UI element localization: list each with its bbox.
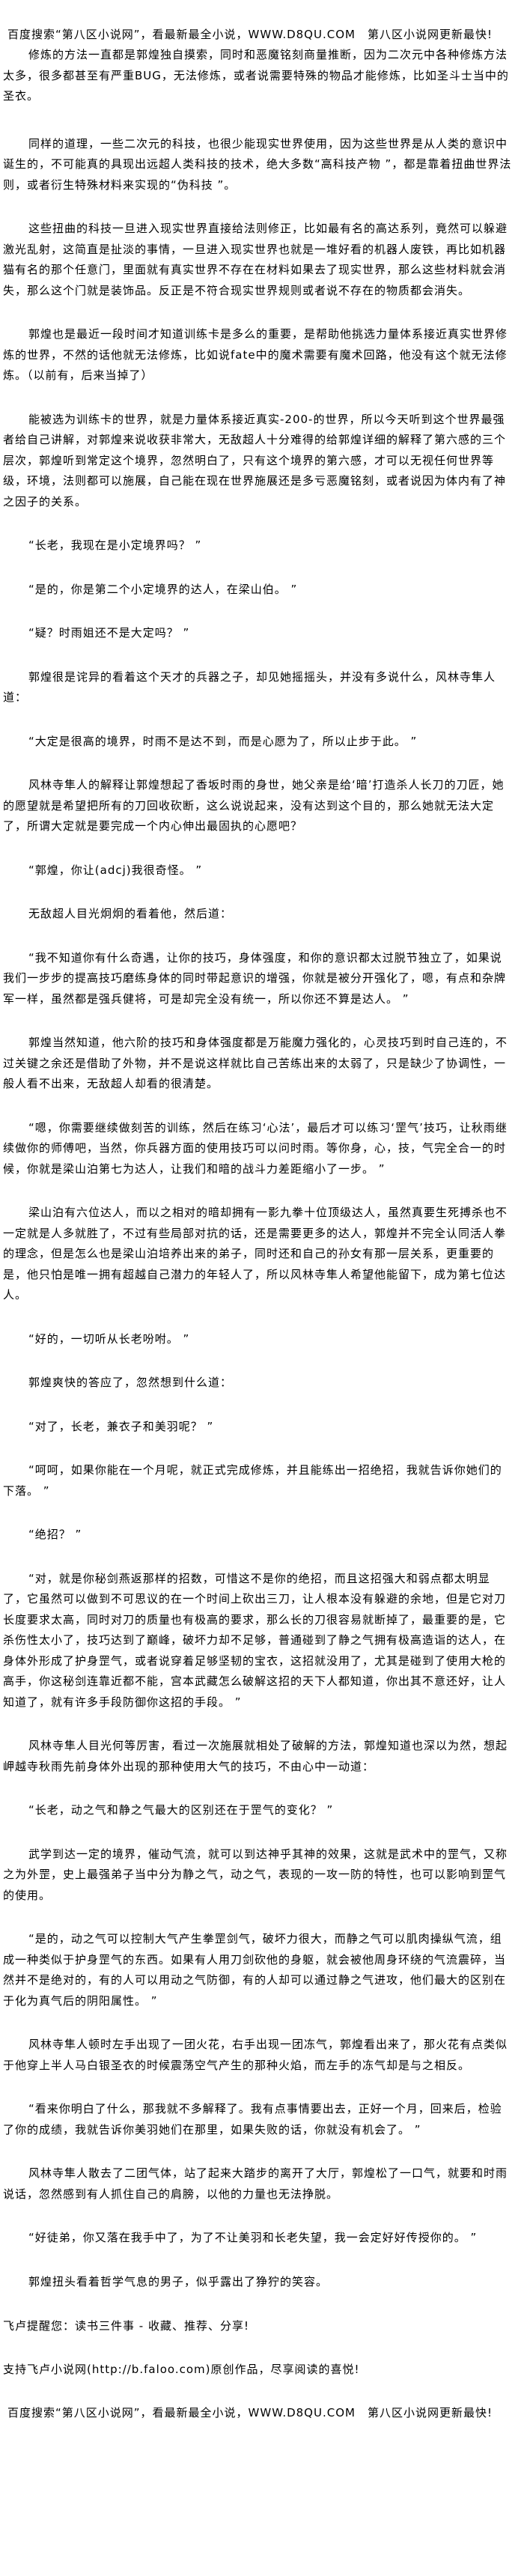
chapter-paragraph: “我不知道你有什么奇遇，让你的技巧，身体强度，和你的意识都太过脱节独立了，如果说…: [3, 950, 507, 1006]
chapter-paragraph: 修炼的方法一直都是郭煌独自摸索，同时和恶魔铭刻商量推断，因为二次元中各种修炼方法…: [3, 48, 509, 103]
chapter-paragraph: “长老，我现在是小定境界吗？ ”: [28, 538, 202, 552]
chapter-paragraph: “长老，动之气和静之气最大的区别还在于罡气的变化？ ”: [28, 1803, 334, 1817]
site-banner-top: 百度搜索“第八区小说网”，看最新最全小说，WWW.D8QU.COM 第八区小说网…: [7, 28, 493, 41]
reading-page: 百度搜索“第八区小说网”，看最新最全小说，WWW.D8QU.COM 第八区小说网…: [3, 28, 512, 2419]
chapter-paragraph: 郭煌扭头看着哲学气息的男子，似乎露出了狰狞的笑容。: [28, 2274, 329, 2288]
chapter-paragraph: 梁山泊有六位达人，而以之相对的暗却拥有一影九拳十位顶级达人，虽然真要生死搏杀也不…: [3, 1206, 508, 1301]
chapter-paragraph: “疑？时雨姐还不是大定吗？ ”: [28, 626, 190, 640]
chapter-paragraph: “看来你明白了什么，那我就不多解释了。我有点事情要出去，正好一个月，回来后，检验…: [3, 2102, 502, 2136]
chapter-paragraph: “嗯，你需要继续做刻苦的训练，然后在练习‘心法’，最后才可以练习‘罡气’技巧，让…: [3, 1120, 508, 1176]
chapter-paragraph: 武学到达一定的境界，催动气流，就可以到达神乎其神的效果，这就是武术中的罡气，又称…: [3, 1847, 508, 1902]
chapter-paragraph: “大定是很高的境界，时雨不是达不到，而是心愿为了，所以止步于此。 ”: [28, 734, 418, 748]
chapter-paragraph: “郭煌，你让(adcj)我很奇怪。 ”: [28, 863, 203, 877]
chapter-paragraph: 风林寺隼人目光何等厉害，看过一次施展就相处了破解的方法，郭煌知道也深以为然，想起…: [3, 1739, 508, 1773]
chapter-paragraph: “对，就是你秘剑燕返那样的招数，可惜这不是你的绝招，而且这招强大和弱点都太明显了…: [3, 1571, 507, 1709]
chapter-paragraph: “是的，你是第二个小定境界的达人，在梁山伯。 ”: [28, 582, 298, 596]
chapter-body: 修炼的方法一直都是郭煌独自摸索，同时和恶魔铭刻商量推断，因为二次元中各种修炼方法…: [3, 45, 512, 2292]
chapter-paragraph: “绝招？ ”: [28, 1528, 82, 1541]
chapter-paragraph: 风林寺隼人的解释让郭煌想起了香坂时雨的身世，她父亲是给‘暗’打造杀人长刀的刀匠，…: [3, 778, 505, 833]
chapter-paragraph: 这些扭曲的科技一旦进入现实世界直接给法则修正，比如最有名的高达系列，竟然可以躲避…: [3, 222, 508, 297]
chapter-paragraph: “是的，动之气可以控制大气产生拳罡剑气，破坏力很大，而静之气可以肌肉操纵气流，组…: [3, 1932, 507, 2008]
chapter-paragraph: 无敌超人目光炯炯的看着他，然后道：: [28, 907, 233, 920]
faloo-reminder: 飞卢提醒您：读书三件事 - 收藏、推荐、分享!: [3, 2319, 249, 2333]
faloo-support-note: 支持飞卢小说网(http://b.faloo.com)原创作品，尽享阅读的喜悦!: [3, 2363, 360, 2376]
chapter-paragraph: 风林寺隼人散去了二团气体，站了起来大踏步的离开了大厅，郭煌松了一口气，就要和时雨…: [3, 2166, 508, 2201]
chapter-paragraph: 郭煌爽快的答应了，忽然想到什么道：: [28, 1376, 233, 1389]
chapter-paragraph: 同样的道理，一些二次元的科技，也很少能现实世界使用，因为这些世界是从人类的意识中…: [3, 136, 512, 192]
chapter-paragraph: 郭煌很是诧异的看着这个天才的兵器之子，却见她摇摇头，并没有多说什么，风林寺隼人道…: [3, 669, 496, 705]
chapter-paragraph: “好徒弟，你又落在我手中了，为了不让美羽和长老失望，我一会定好好传授你的。 ”: [28, 2231, 478, 2244]
chapter-paragraph: 郭煌也是最近一段时间才知道训练卡是多么的重要，是帮助他挑选力量体系接近真实世界修…: [3, 327, 508, 382]
chapter-paragraph: 郭煌当然知道，他六阶的技巧和身体强度都是万能魔力强化的，心灵技巧到时自己连的，不…: [3, 1036, 508, 1090]
chapter-paragraph: 能被选为训练卡的世界，就是力量体系接近真实-200-的世界，所以今天听到这个世界…: [3, 412, 507, 508]
chapter-paragraph: “好的，一切听从长老吩咐。 ”: [28, 1331, 190, 1346]
chapter-paragraph: 风林寺隼人顿时左手出现了一团火花，右手出现一团冻气，郭煌看出来了，那火花有点类似…: [3, 2038, 508, 2072]
site-banner-bottom: 百度搜索“第八区小说网”，看最新最全小说，WWW.D8QU.COM 第八区小说网…: [7, 2406, 493, 2419]
chapter-paragraph: “对了，长老，兼衣子和美羽呢？ ”: [28, 1419, 214, 1433]
chapter-paragraph: “呵呵，如果你能在一个月呢，就正式完成修炼，并且能练出一招绝招，我就告诉你她们的…: [3, 1463, 502, 1498]
